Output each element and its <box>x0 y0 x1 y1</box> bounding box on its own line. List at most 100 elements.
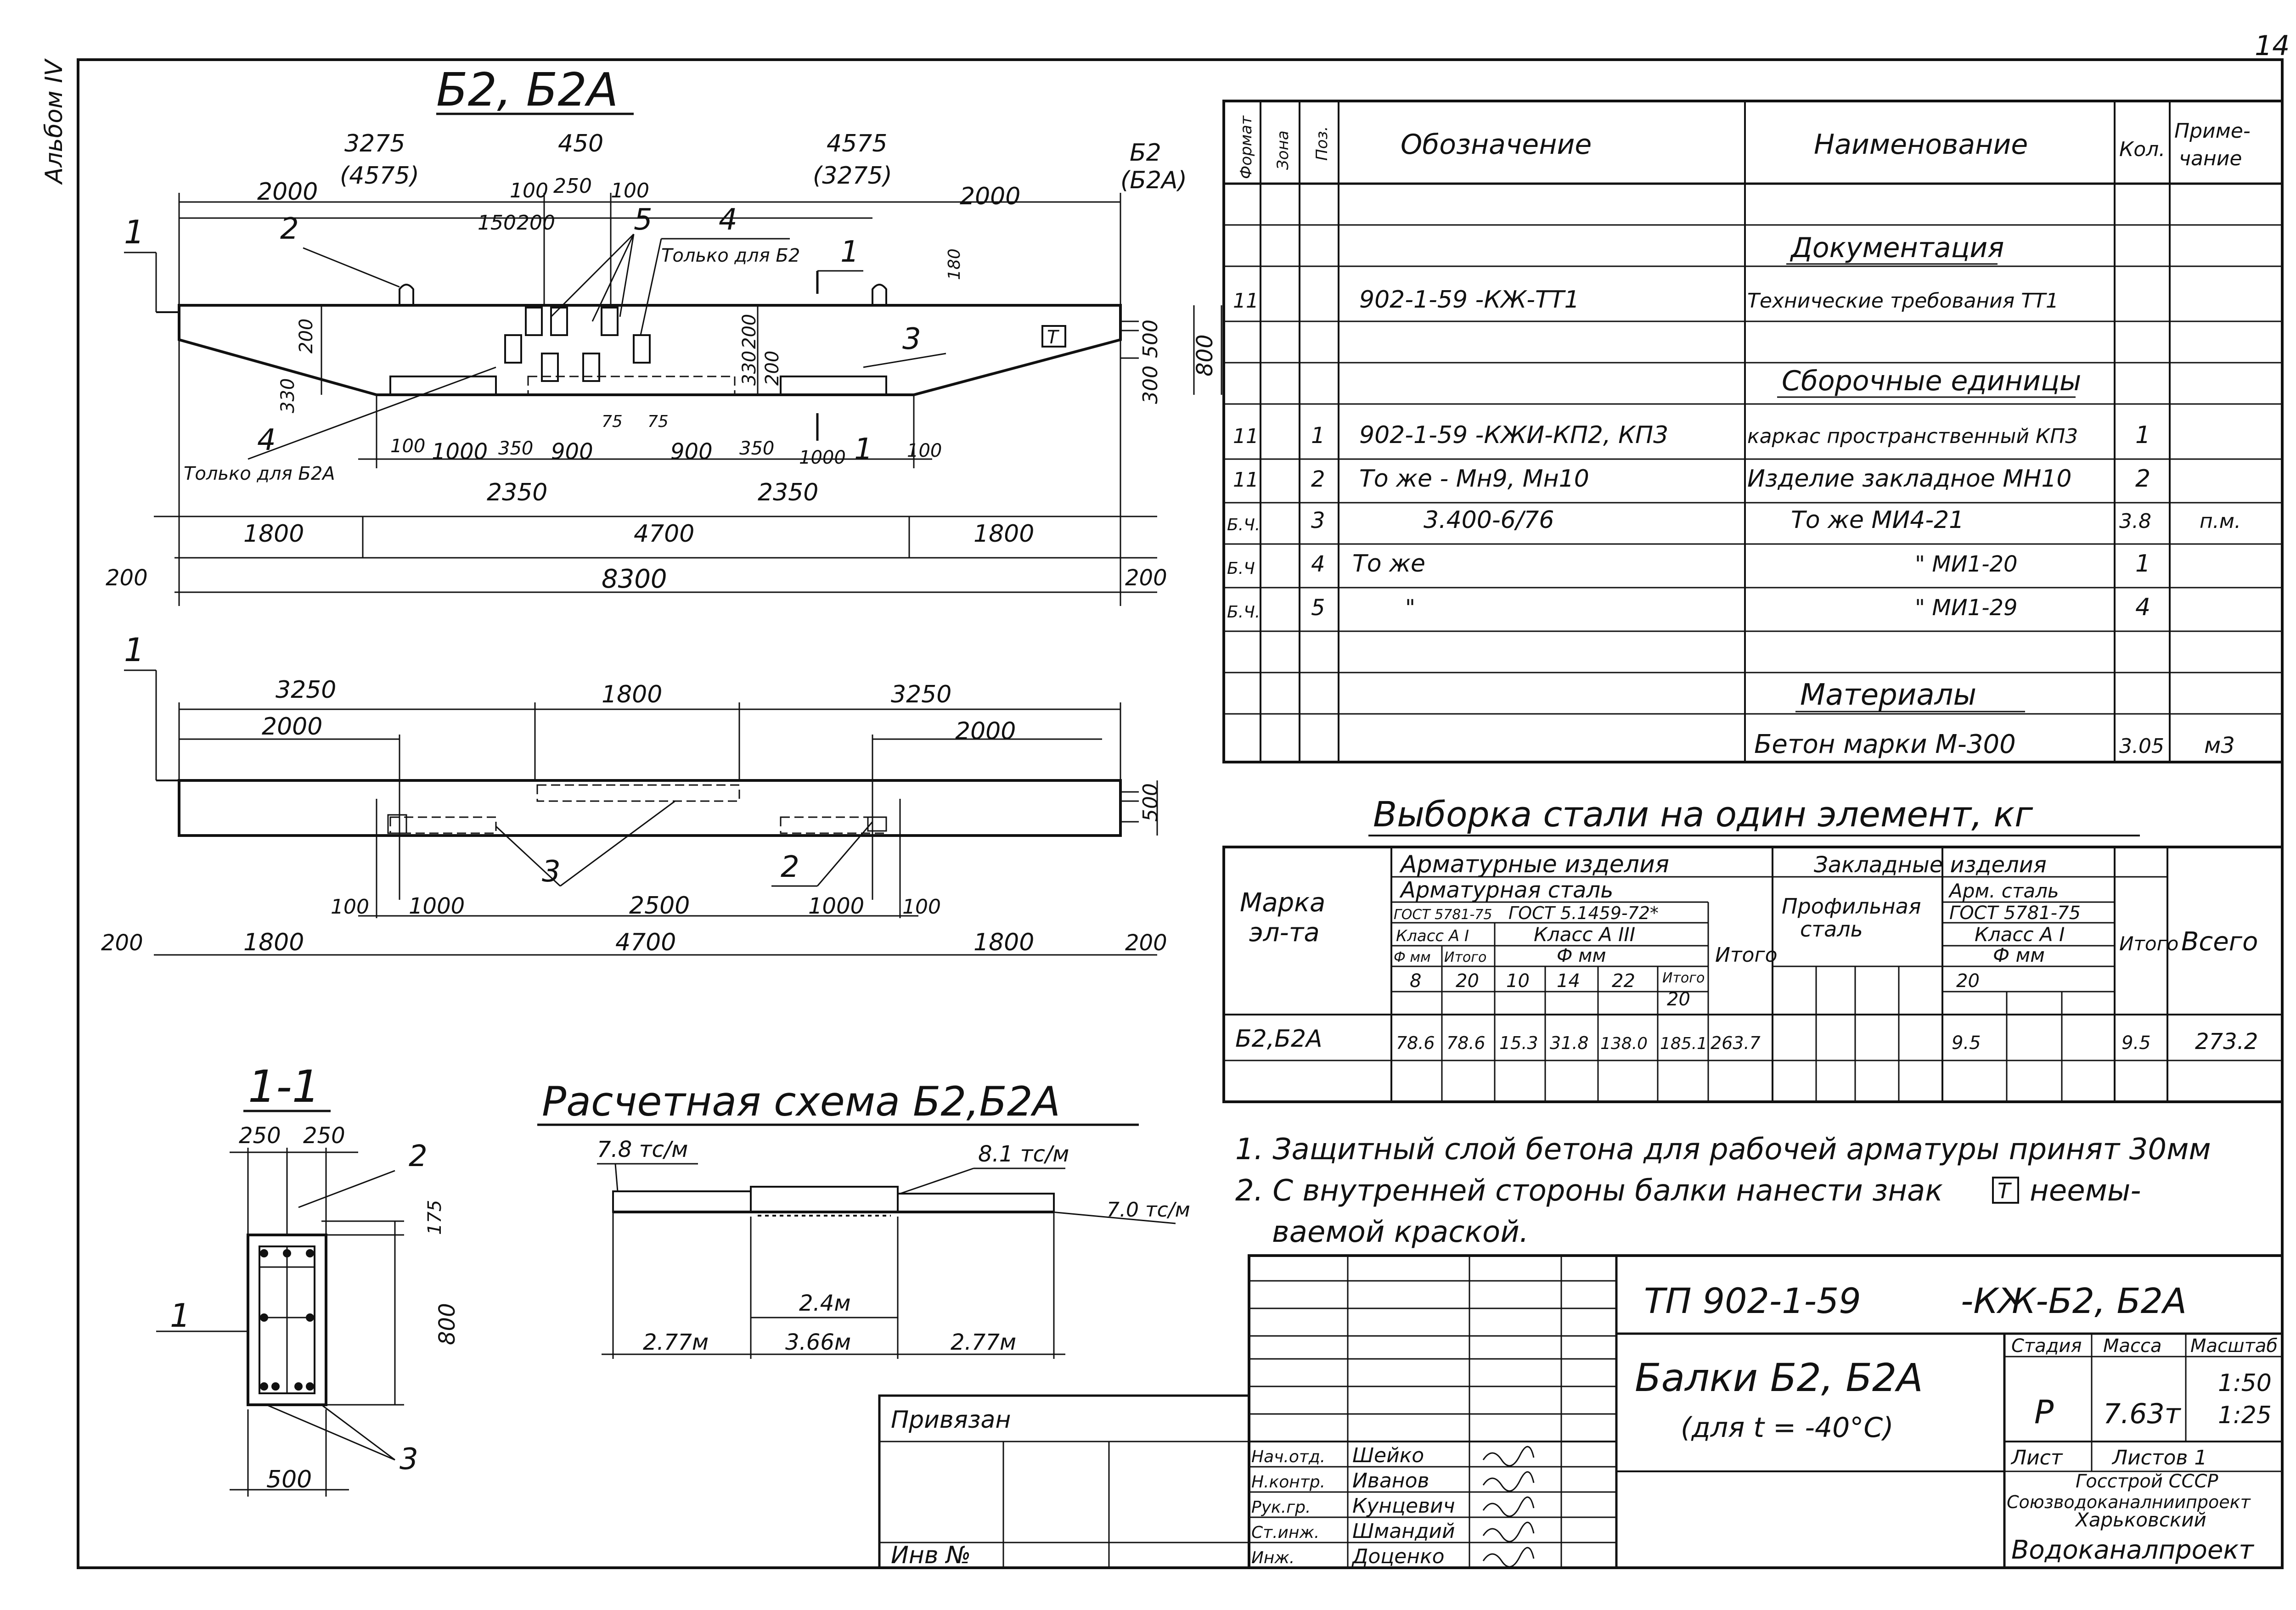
spec-pos: 4 <box>1311 551 1325 577</box>
dim-mid: 200 <box>739 314 760 349</box>
section-callout-2: 2 <box>409 1139 428 1173</box>
stamp-subtitle: (для t = -40°С) <box>1681 1412 1894 1444</box>
stamp-h-stage: Стадия <box>2011 1335 2082 1357</box>
section-dim-top: 250 <box>303 1123 345 1149</box>
dim-bottom: 100 <box>390 436 425 457</box>
stamp-person: Шейко <box>1352 1444 1424 1467</box>
steel-diam: 20 <box>1456 970 1479 992</box>
spec-pos: 3 <box>1311 508 1325 533</box>
spec-code: То же <box>1352 550 1425 578</box>
dim-left: 330 <box>277 378 298 413</box>
stamp-role: Н.контр. <box>1251 1473 1325 1492</box>
dim-bottom: 350 <box>739 438 774 459</box>
dim-row3: 4700 <box>634 520 694 548</box>
dim-small: 180 <box>945 248 964 280</box>
spec-qty: 2 <box>2135 465 2150 493</box>
steel-h-fmm2: Ф мм <box>1993 944 2045 966</box>
steel-cell: 9.5 <box>2122 1032 2151 1054</box>
dim-top: 3275 <box>344 130 405 157</box>
dim-bottom: 900 <box>551 439 593 465</box>
dim-mid: 200 <box>762 351 783 386</box>
view2-dim-top: 2000 <box>262 713 322 740</box>
dim-row3: 1800 <box>974 520 1034 548</box>
callout-1: 1 <box>854 432 873 466</box>
spec-format: 11 <box>1233 425 1259 448</box>
spec-header-name: Наименование <box>1814 129 2028 161</box>
steel-h-total: Всего <box>2181 927 2258 957</box>
note-2-tail: неемы- <box>2030 1174 2141 1208</box>
spec-code: 3.400-6/76 <box>1424 506 1554 534</box>
stamp-org: Союзводоканалниипроект <box>2007 1492 2251 1512</box>
dim-top: 100 <box>611 179 649 202</box>
spec-name: То же МИ4-21 <box>1791 506 1964 534</box>
spec-code: 902-1-59 -КЖИ-КП2, КП3 <box>1359 421 1668 449</box>
dim-top: 2000 <box>257 178 318 206</box>
spec-name: Технические требования ТТ1 <box>1747 289 2059 313</box>
note-1: 1. Защитный слой бетона для рабочей арма… <box>1235 1133 2211 1167</box>
span-label: 3.66м <box>785 1330 851 1355</box>
stamp-mass: 7.63т <box>2103 1398 2182 1430</box>
stamp-title: Балки Б2, Б2А <box>1635 1355 1923 1400</box>
spec-header-format: Формат <box>1237 115 1255 179</box>
steel-diam: 10 <box>1506 970 1530 992</box>
dim-bottom: 1000 <box>432 439 488 465</box>
callout-note-b2a: Только для Б2А <box>184 463 335 484</box>
spec-table-grid <box>1222 100 2284 763</box>
spec-note: м3 <box>2204 733 2235 758</box>
dim-bottom: 350 <box>498 438 533 459</box>
callout-5: 5 <box>634 203 653 237</box>
note-2: 2. С внутренней стороны балки нанести зн… <box>1235 1174 1943 1208</box>
stamp-scale: 1:25 <box>2218 1402 2272 1429</box>
view2-dimension-lines <box>154 702 1158 956</box>
stamp-code: -КЖ-Б2, Б2А <box>1961 1280 2187 1321</box>
dim-top: 200 <box>517 211 555 235</box>
note-3: ваемой краской. <box>1272 1215 1529 1249</box>
signature <box>1482 1471 1535 1492</box>
view2-dim-bottom: 1000 <box>409 893 465 919</box>
spec-header-qty: Кол. <box>2119 138 2165 161</box>
spec-format: 11 <box>1233 468 1259 492</box>
steel-h-arm: Арматурные изделия <box>1399 851 1669 878</box>
callout-3: 3 <box>902 322 921 356</box>
steel-h-itogo: Итого <box>1444 949 1486 965</box>
spec-qty: 1 <box>2135 421 2150 449</box>
steel-h-itogo: Итого <box>1662 970 1705 986</box>
span-label: 2.77м <box>643 1330 709 1355</box>
callout-note-b2: Только для Б2 <box>661 245 800 266</box>
load-label: 7.8 тс/м <box>597 1137 688 1162</box>
steel-cell: 263.7 <box>1711 1033 1761 1053</box>
view2-dim-total: 200 <box>101 930 143 956</box>
spec-qty: 3.8 <box>2119 510 2151 533</box>
t-mark-label: Т <box>1047 327 1060 348</box>
spec-header-pos: Поз. <box>1313 126 1331 161</box>
spec-name: " МИ1-29 <box>1915 595 2018 621</box>
section-title: 1-1 <box>248 1061 320 1112</box>
stamp-org: Водоканалпроект <box>2011 1535 2254 1565</box>
steel-h-mark: эл-та <box>1249 918 1320 948</box>
spec-pos: 5 <box>1311 595 1325 621</box>
steel-title: Выборка стали на один элемент, кг <box>1373 794 2033 835</box>
steel-h-itogo: Итого <box>1715 943 1778 967</box>
sheet-mark: 14 <box>2255 30 2290 62</box>
dim-top: 4575 <box>827 130 887 157</box>
dim-small: 75 <box>602 412 623 431</box>
spec-pos: 2 <box>1311 466 1325 492</box>
stamp-h-mass: Масса <box>2103 1335 2162 1357</box>
steel-h-gost1: ГОСТ 5781-75 <box>1394 907 1492 923</box>
dim-mid: 330 <box>739 351 760 386</box>
spec-format: 11 <box>1233 289 1259 313</box>
steel-h-zakl: Закладные изделия <box>1814 852 2047 878</box>
view2-dim-top: 3250 <box>276 676 336 704</box>
spec-code: То же - Мн9, Мн10 <box>1359 465 1589 493</box>
dim-top: (3275) <box>813 162 892 190</box>
steel-h-prof: сталь <box>1800 917 1863 942</box>
signature <box>1482 1496 1535 1517</box>
dim-bottom: 100 <box>907 440 942 461</box>
dim-top: 150 <box>478 211 516 235</box>
spec-header-zone: Зона <box>1274 130 1292 170</box>
view2-dim-top: 1800 <box>602 681 662 708</box>
stamp-h-scale: Масштаб <box>2190 1335 2278 1357</box>
spec-format: Б.Ч. <box>1227 603 1260 622</box>
steel-h-mark: Марка <box>1240 888 1325 918</box>
